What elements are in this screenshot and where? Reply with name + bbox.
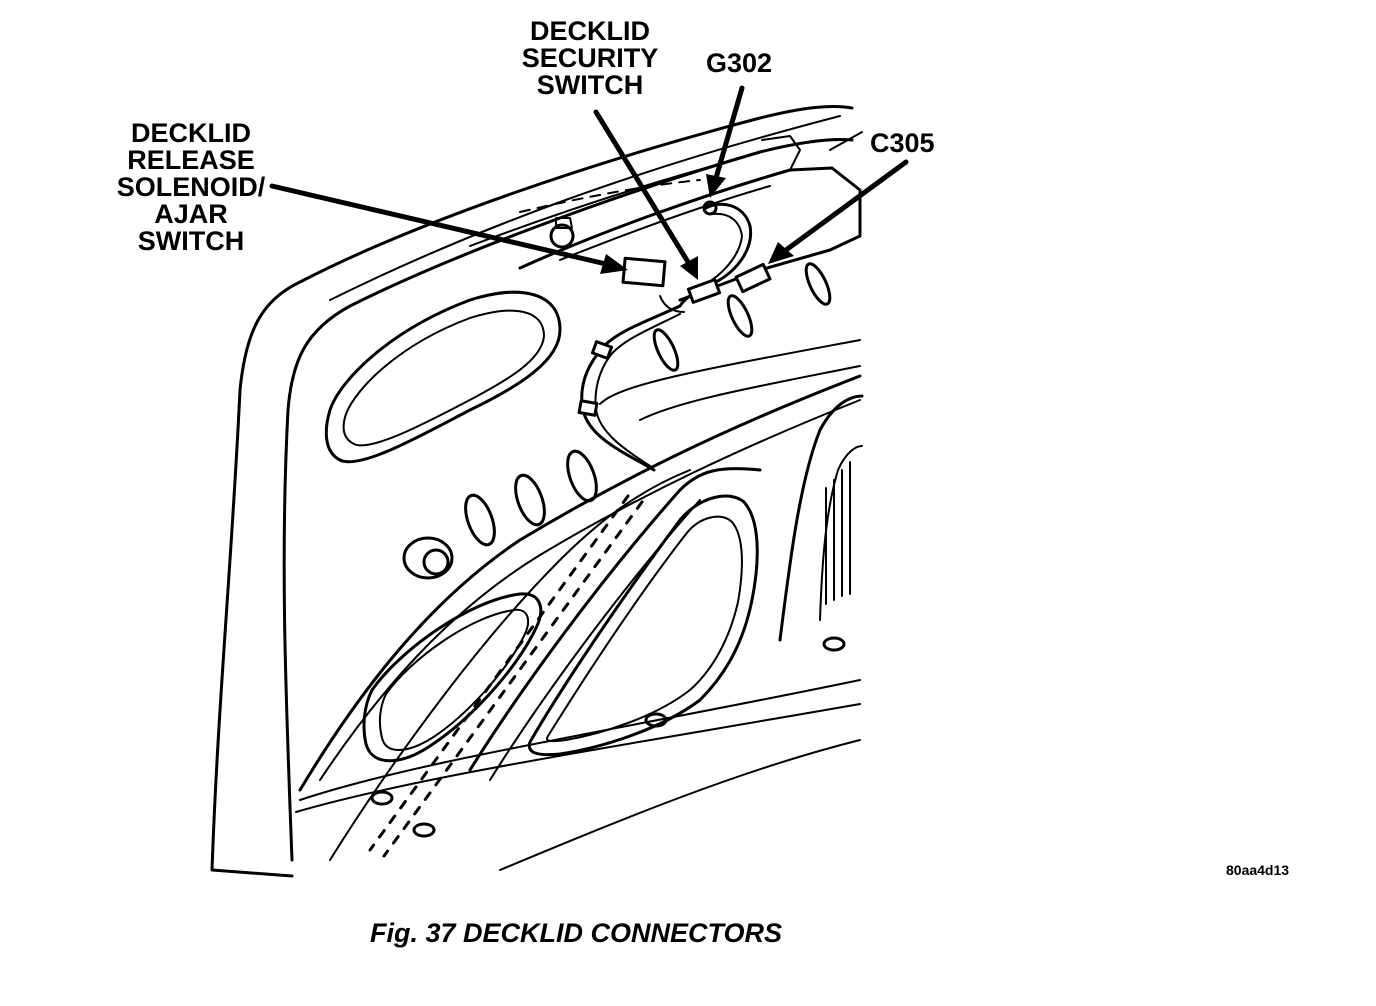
cross-member [298,374,862,792]
wiring-harness [711,212,743,281]
decklid-outer-edge [210,105,854,878]
lip-line [469,163,721,247]
arrowhead [680,256,698,280]
bolt-icon [549,223,575,249]
right-ribs [778,394,864,642]
c305-connector [734,262,772,294]
sealer-dashes [382,500,644,858]
center-cutout-inner [546,515,743,743]
right-ribs [825,461,851,605]
decklid-inner-edge [282,138,854,862]
label-line: SWITCH [137,226,245,256]
diagonal-brace [329,469,691,861]
diagonal-brace [468,467,762,772]
lower-flange [295,703,861,813]
leader-security-switch [593,109,691,265]
label-line: SOLENOID/ [116,172,266,202]
vent-slot [822,636,846,652]
label-line: AJAR [154,199,228,229]
wiring-harness [594,313,681,467]
cross-member [319,399,861,781]
label-line: SECURITY [521,43,659,73]
left-oval-cutout [324,290,562,464]
harness-clip [577,399,599,417]
bolt-icon [555,217,573,229]
label-line: SWITCH [536,70,644,100]
upper-rib [518,166,862,302]
vent-slot [652,328,680,372]
vent-slot [726,294,754,338]
label-line: RELEASE [127,145,255,175]
solenoid-connector [621,256,667,288]
lower-flange [499,739,861,871]
label-line: G302 [706,48,773,78]
arrowhead [768,242,794,264]
vent-slot [514,473,546,527]
ground-eyelet [702,200,718,216]
sealer-dashes [368,494,630,852]
cross-member [639,365,861,421]
label-security-switch: DECKLID SECURITY SWITCH [508,18,672,99]
cross-member [599,339,861,405]
label-g302: G302 [706,50,772,77]
left-oval-cutout-inner [342,309,545,447]
vent-slot [644,712,668,728]
label-line: DECKLID [131,118,251,148]
lower-left-cutout [362,592,543,763]
grommet [422,548,450,576]
vent-slot [370,790,394,806]
figure-reference-code: 80aa4d13 [1226,862,1290,878]
label-c305: C305 [870,130,935,157]
leader-release-solenoid [269,183,609,267]
vent-slot [464,493,496,547]
lower-flange [299,679,861,801]
vent-slot [566,449,598,503]
label-release-solenoid: DECKLID RELEASE SOLENOID/ AJAR SWITCH [108,120,274,255]
security-switch [686,278,722,304]
label-line: C305 [870,128,935,158]
vent-slot [804,262,832,306]
label-line: DECKLID [530,16,650,46]
vent-slot [412,822,436,838]
grommet [402,536,454,580]
leader-c305 [783,159,909,253]
lip-line [329,115,841,301]
wiring-harness [659,295,685,313]
upper-rib-end [761,135,801,171]
arrowhead [600,254,628,274]
center-cutout [527,494,759,757]
upper-rib-end [829,131,863,151]
arrowhead [706,174,726,198]
sealer-dashes [519,179,701,213]
leader-g302 [713,85,745,181]
figure-caption: Fig. 37 DECKLID CONNECTORS [370,918,783,948]
harness-clip [590,340,614,360]
